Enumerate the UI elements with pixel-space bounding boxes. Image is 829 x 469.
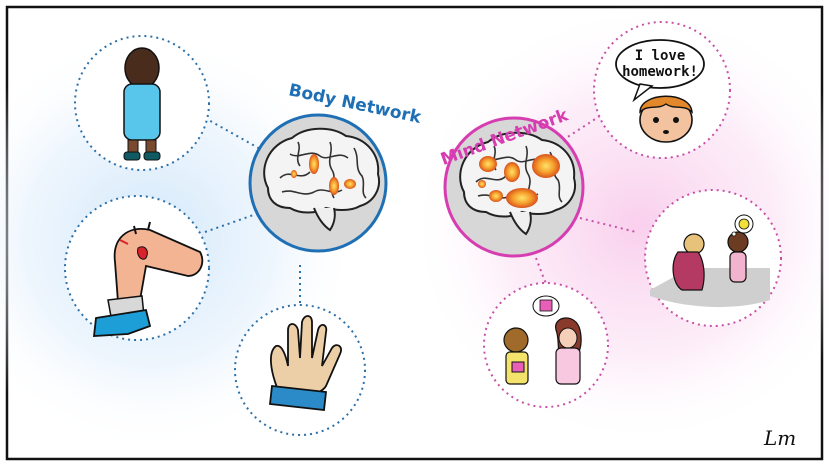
activation-spot <box>478 180 486 188</box>
mind-network-node <box>443 116 585 258</box>
boy-speech-bubble-icon: I love homework! <box>615 39 705 143</box>
activation-spot <box>329 177 339 195</box>
gift-children-icon <box>503 295 582 385</box>
activation-spot <box>532 154 560 178</box>
brain-icon <box>263 127 381 231</box>
activation-spot <box>344 179 356 189</box>
activation-spot <box>479 156 497 172</box>
node-hand <box>234 304 366 436</box>
activation-spot <box>504 162 520 182</box>
node-homework-boy: I love homework! <box>593 21 731 159</box>
hand-icon <box>269 315 342 411</box>
body-network-node <box>248 113 388 253</box>
brain-icon <box>459 131 577 235</box>
sad-children-icon <box>650 214 770 308</box>
activation-spot <box>489 190 503 202</box>
child-standing-icon <box>123 47 161 161</box>
injured-leg-icon <box>92 221 204 337</box>
speech-line-1: I love <box>635 48 686 64</box>
speech-line-2: homework! <box>622 64 698 80</box>
node-injured-knee <box>64 195 210 341</box>
node-standing-child <box>74 35 210 171</box>
activation-spot <box>506 188 538 208</box>
body-connectors <box>204 117 301 308</box>
activation-spot <box>309 154 319 174</box>
artist-signature: Lm <box>763 426 796 450</box>
activation-spot <box>291 170 297 178</box>
node-sad-children <box>644 189 782 327</box>
node-gift-children <box>483 282 609 408</box>
